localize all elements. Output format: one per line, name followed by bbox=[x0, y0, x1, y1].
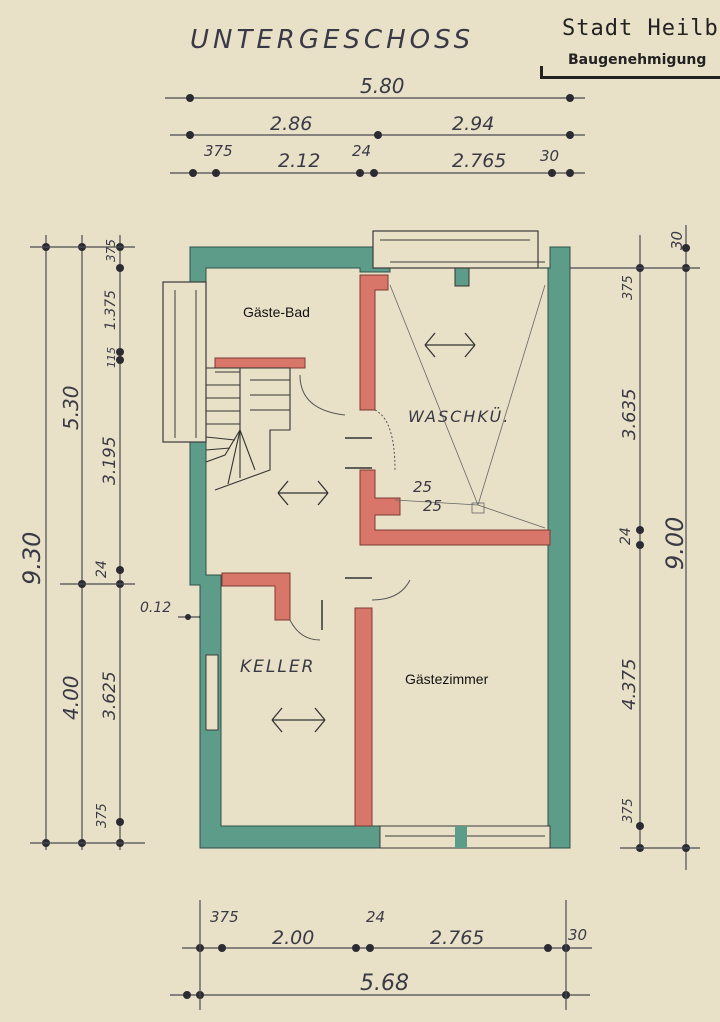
door-swings bbox=[289, 374, 411, 641]
dim-left-upper-a: 1.375 bbox=[103, 290, 119, 330]
arrow-markers bbox=[271, 332, 476, 733]
dim-top-d4: 2.765 bbox=[452, 150, 506, 172]
window-left-bay bbox=[162, 281, 207, 443]
dim-left-lower-a: 3.625 bbox=[100, 671, 120, 720]
staircase bbox=[205, 367, 291, 491]
dim-bottom-total: 5.68 bbox=[360, 971, 409, 996]
left-dimensions: 9.30 5.30 4.00 375 1.375 115 3.195 24 3.… bbox=[18, 235, 210, 850]
dim-left-wall: 0.12 bbox=[140, 600, 171, 616]
dim-top-split-right: 2.94 bbox=[452, 113, 494, 135]
dim-inner-25a: 25 bbox=[413, 478, 432, 496]
dim-bottom-a: 375 bbox=[210, 908, 239, 926]
room-label-guest-room: Gästezimmer bbox=[405, 671, 489, 687]
inner-wall-laundry-left bbox=[359, 274, 389, 411]
dim-right-total: 9.00 bbox=[661, 517, 689, 570]
dim-left-lower-b: 375 bbox=[95, 803, 110, 828]
dim-left-upper-c: 115 bbox=[105, 347, 118, 368]
inner-wall-bath bbox=[214, 357, 306, 369]
dim-top-d3: 24 bbox=[352, 142, 371, 160]
dim-left-upper-b: 375 bbox=[104, 239, 118, 262]
inner-wall-keller-top bbox=[221, 572, 291, 621]
room-label-cellar: KELLER bbox=[240, 657, 315, 677]
dim-top-split-left: 2.86 bbox=[270, 113, 312, 135]
right-dimensions: 375 3.635 24 4.375 375 30 9.00 bbox=[540, 225, 700, 870]
dim-right-b: 375 bbox=[621, 275, 636, 300]
dim-left-lower: 4.00 bbox=[59, 675, 83, 720]
stamp-permit: Baugenehmigung bbox=[568, 52, 707, 68]
dim-right-f: 375 bbox=[621, 798, 636, 823]
dim-bottom-c: 24 bbox=[366, 908, 385, 926]
dim-top-d2: 2.12 bbox=[278, 150, 320, 172]
dim-left-total: 9.30 bbox=[18, 532, 46, 585]
dim-bottom-d: 2.765 bbox=[430, 927, 484, 949]
top-dimensions: 5.80 2.86 2.94 375 2.12 24 2.765 30 bbox=[165, 74, 585, 177]
stamp-city: Stadt Heilb bbox=[562, 16, 719, 41]
dim-right-e: 4.375 bbox=[619, 658, 640, 710]
dim-top-total: 5.80 bbox=[360, 74, 405, 98]
dim-left-upper-d: 3.195 bbox=[100, 436, 120, 485]
dim-left-upper: 5.30 bbox=[59, 385, 83, 430]
inner-wall-laundry-bottom bbox=[359, 469, 551, 546]
approval-stamp: Stadt Heilb Baugenehmigung bbox=[540, 10, 720, 82]
dim-bottom-b: 2.00 bbox=[272, 927, 314, 949]
building: 25 25 Gäste-Bad WASCHKÜ. KELLER Gästezim… bbox=[162, 230, 571, 849]
dim-right-d: 24 bbox=[618, 527, 634, 545]
dim-right-c: 3.635 bbox=[619, 388, 640, 440]
inner-wall-guestroom bbox=[354, 607, 373, 827]
stamp-bracket bbox=[540, 66, 720, 79]
laundry-drain-lines bbox=[389, 284, 546, 529]
window-left-keller bbox=[205, 654, 219, 731]
dim-right-a: 30 bbox=[668, 231, 686, 250]
dim-bottom-e: 30 bbox=[568, 926, 587, 944]
plan-title: UNTERGESCHOSS bbox=[190, 25, 474, 55]
outer-wall bbox=[189, 246, 571, 849]
dim-top-d1: 375 bbox=[204, 142, 233, 160]
dim-inner-25b: 25 bbox=[423, 497, 442, 515]
bottom-dimensions: 375 2.00 24 2.765 30 5.68 bbox=[170, 900, 592, 1010]
room-label-guest-bath: Gäste-Bad bbox=[243, 304, 310, 320]
dim-top-d5: 30 bbox=[540, 147, 559, 165]
room-label-laundry: WASCHKÜ. bbox=[408, 407, 510, 426]
dim-left-mid: 24 bbox=[94, 560, 110, 578]
